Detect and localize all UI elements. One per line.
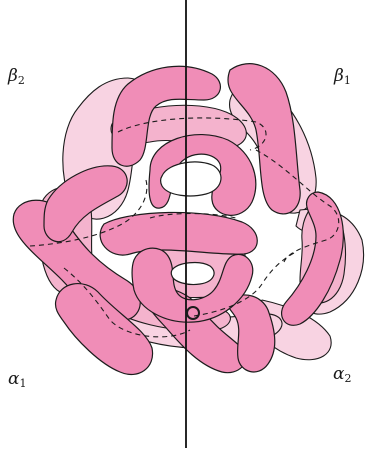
label-beta-1: β1 (334, 68, 351, 86)
lower-hole (171, 263, 214, 285)
label-alpha-2: α2 (333, 366, 351, 384)
front-tube-mid-band (100, 212, 257, 255)
label-alpha-1: α1 (8, 371, 26, 389)
label-beta-2: β2 (8, 68, 25, 86)
